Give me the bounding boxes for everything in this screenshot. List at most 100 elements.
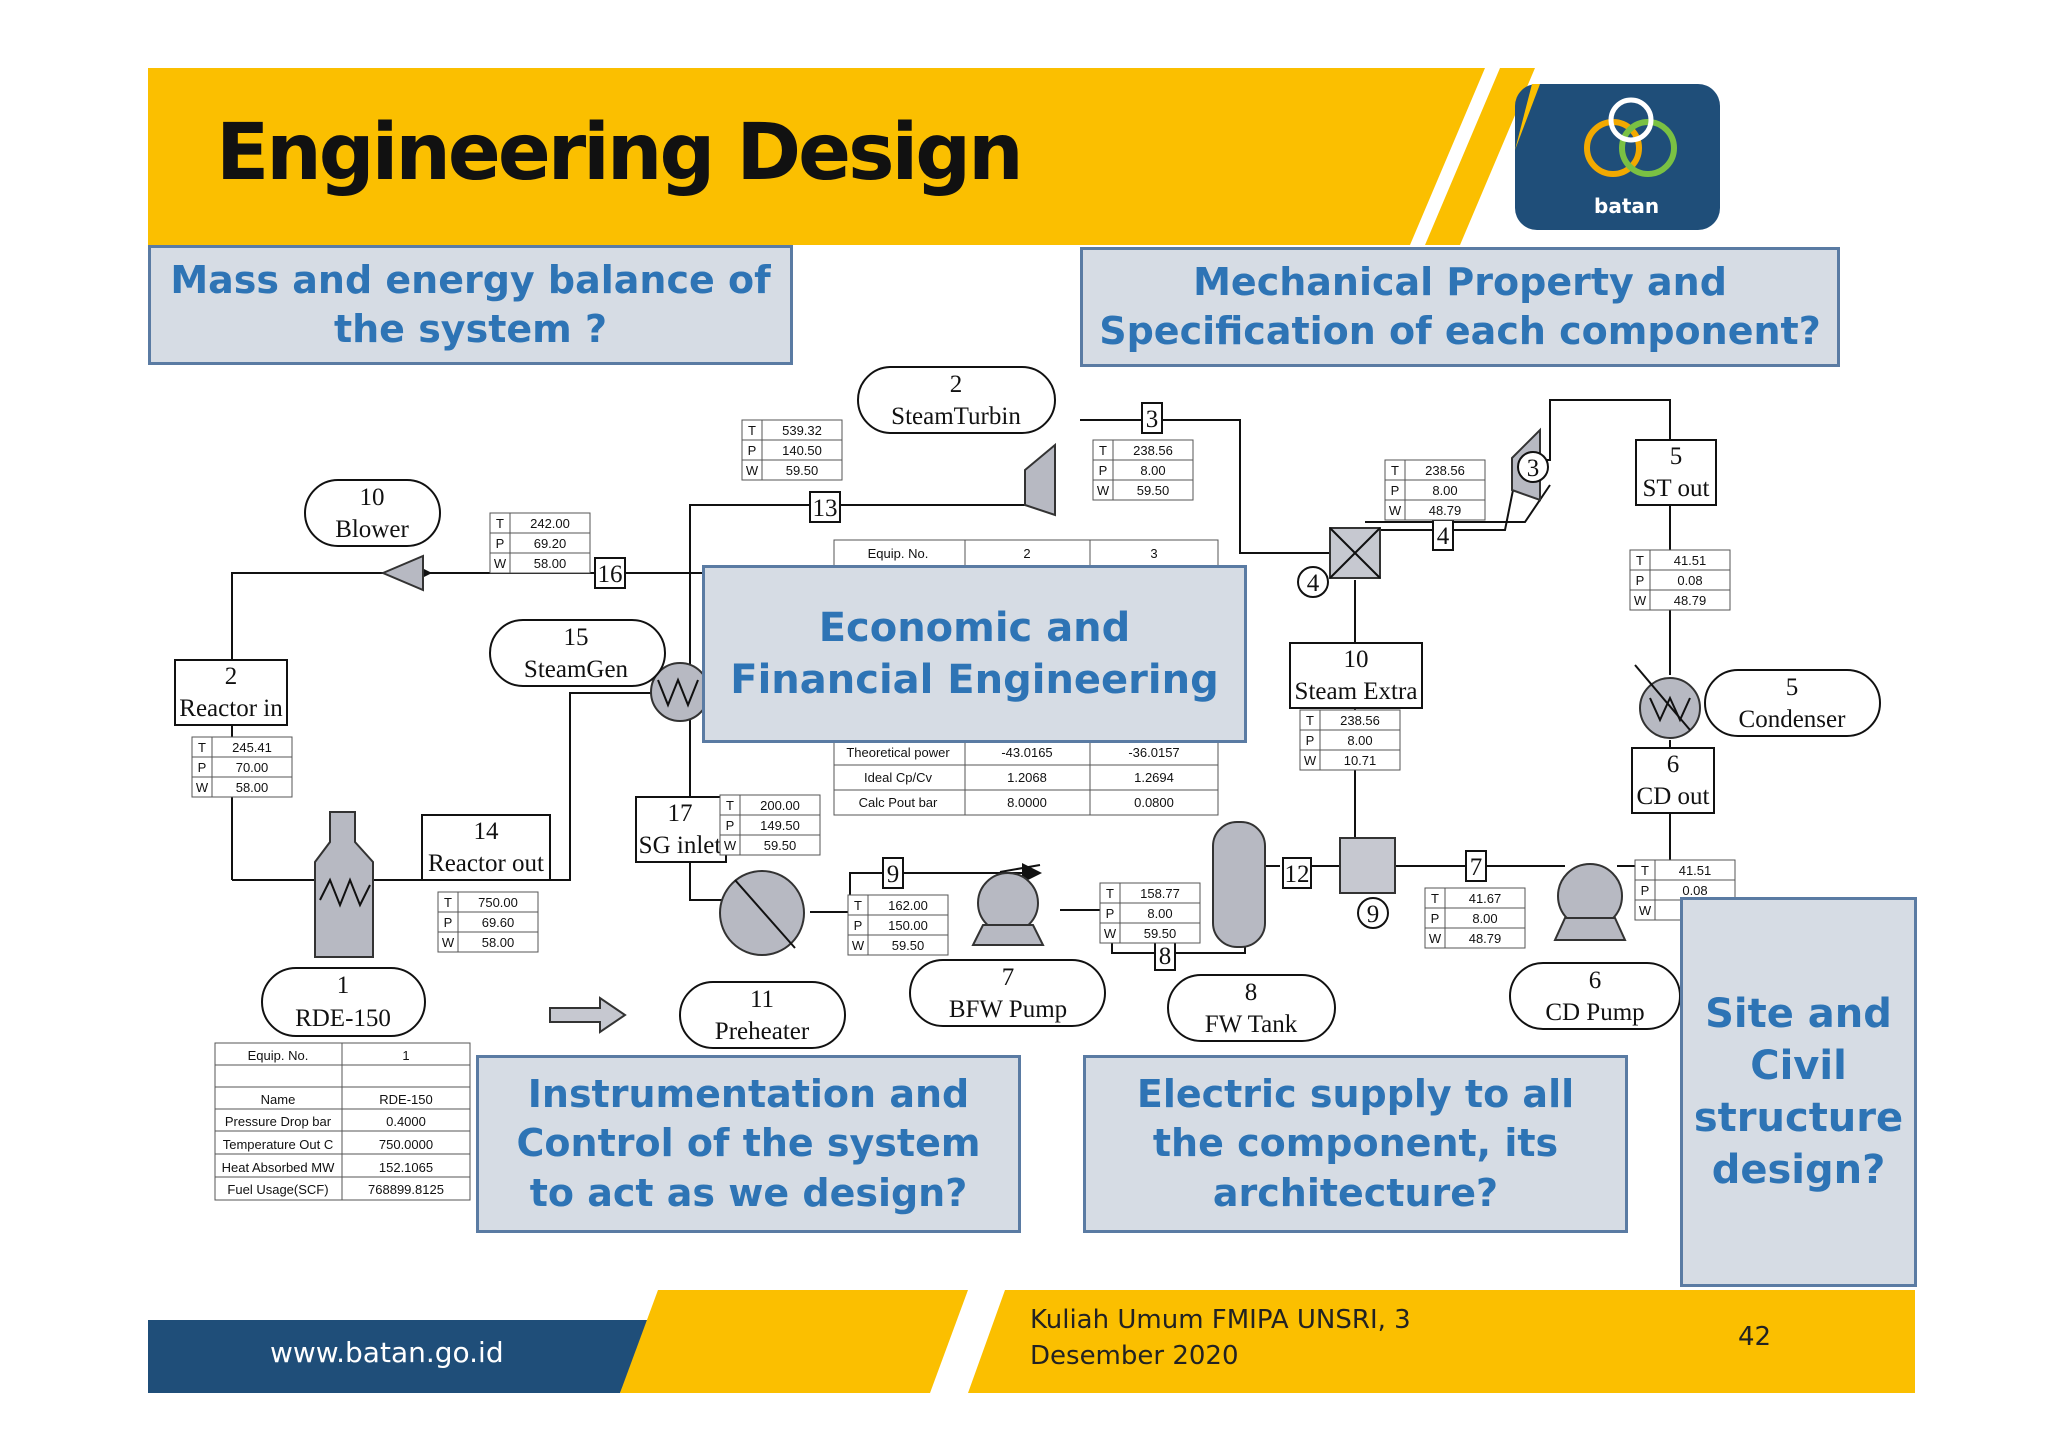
svg-text:10.71: 10.71 [1344, 753, 1377, 768]
footer-url-link[interactable]: www.batan.go.id [270, 1336, 504, 1369]
label-blower: 10 Blower [304, 479, 441, 547]
preheater-icon [719, 870, 805, 956]
svg-text:6: 6 [1667, 751, 1680, 778]
svg-text:59.50: 59.50 [892, 938, 925, 953]
svg-text:-43.0165: -43.0165 [1001, 745, 1052, 760]
svg-text:1.2694: 1.2694 [1134, 770, 1174, 785]
svg-text:48.79: 48.79 [1429, 503, 1462, 518]
svg-text:P: P [496, 536, 505, 551]
footer-yellow-right [968, 1290, 1915, 1393]
svg-text:10: 10 [360, 484, 385, 511]
svg-text:Calc Pout bar: Calc Pout bar [859, 795, 938, 810]
svg-text:Reactor out: Reactor out [428, 850, 544, 877]
batan-logo-icon [1584, 97, 1677, 177]
svg-text:T: T [444, 895, 452, 910]
svg-text:W: W [196, 780, 209, 795]
label-rde-150: 1 RDE-150 [261, 967, 426, 1037]
label-reactor-out: 14 Reactor out [421, 814, 551, 881]
label-steam-turbine: 2 SteamTurbin [857, 366, 1056, 434]
svg-text:5: 5 [1670, 443, 1683, 470]
svg-text:T: T [1431, 891, 1439, 906]
svg-text:16: 16 [598, 561, 623, 588]
svg-text:0.08: 0.08 [1677, 573, 1702, 588]
svg-text:70.00: 70.00 [236, 760, 269, 775]
svg-text:P: P [748, 443, 757, 458]
question-mechanical: Mechanical Property and Specification of… [1080, 247, 1840, 367]
svg-text:T: T [726, 798, 734, 813]
svg-text:T: T [1099, 443, 1107, 458]
svg-text:41.51: 41.51 [1674, 553, 1707, 568]
svg-text:T: T [198, 740, 206, 755]
direction-arrow-icon [549, 996, 627, 1034]
svg-text:Equip. No.: Equip. No. [248, 1048, 309, 1063]
svg-text:200.00: 200.00 [760, 798, 800, 813]
svg-text:P: P [1641, 883, 1650, 898]
page-number: 42 [1738, 1322, 1772, 1352]
splitter-4-icon [1329, 527, 1381, 579]
svg-text:Blower: Blower [335, 516, 409, 543]
svg-text:2: 2 [950, 371, 963, 398]
svg-text:8.00: 8.00 [1472, 911, 1497, 926]
svg-text:0.0800: 0.0800 [1134, 795, 1174, 810]
label-bfw-pump: 7 BFW Pump [909, 959, 1106, 1027]
svg-text:W: W [494, 556, 507, 571]
logo-panel [1515, 84, 1720, 230]
svg-text:11: 11 [750, 986, 774, 1013]
svg-text:Equip. No.: Equip. No. [868, 546, 929, 561]
svg-text:W: W [1639, 903, 1652, 918]
svg-text:59.50: 59.50 [786, 463, 819, 478]
svg-text:3: 3 [1150, 546, 1157, 561]
svg-text:T: T [1106, 886, 1114, 901]
svg-text:3: 3 [1146, 406, 1159, 433]
svg-text:ST out: ST out [1643, 475, 1710, 502]
svg-text:0.4000: 0.4000 [386, 1114, 426, 1129]
svg-text:750.0000: 750.0000 [379, 1137, 433, 1152]
svg-text:245.41: 245.41 [232, 740, 272, 755]
svg-text:T: T [1636, 553, 1644, 568]
svg-text:P: P [1306, 733, 1315, 748]
svg-text:0.08: 0.08 [1682, 883, 1707, 898]
svg-text:17: 17 [668, 800, 693, 827]
svg-text:7: 7 [1002, 964, 1015, 991]
svg-text:W: W [1429, 931, 1442, 946]
svg-text:152.1065: 152.1065 [379, 1160, 433, 1175]
svg-text:768899.8125: 768899.8125 [368, 1182, 444, 1197]
svg-text:W: W [746, 463, 759, 478]
svg-text:9: 9 [887, 861, 900, 888]
svg-text:15: 15 [564, 624, 589, 651]
rde-150-reactor-icon [314, 811, 374, 958]
svg-text:48.79: 48.79 [1674, 593, 1707, 608]
svg-text:69.60: 69.60 [482, 915, 515, 930]
svg-text:8.00: 8.00 [1347, 733, 1372, 748]
header-stripe [1425, 68, 1535, 245]
svg-text:5: 5 [1786, 674, 1799, 701]
steam-turbine-icon [1024, 442, 1056, 517]
svg-text:W: W [1634, 593, 1647, 608]
svg-text:SteamGen: SteamGen [524, 656, 629, 683]
svg-text:59.50: 59.50 [1137, 483, 1170, 498]
label-condenser: 5 Condenser [1704, 669, 1881, 737]
svg-text:Steam Extra: Steam Extra [1295, 678, 1418, 705]
stream-tags: 13 16 3 3 4 4 9 9 12 8 7 [594, 402, 1549, 971]
svg-text:2: 2 [1023, 546, 1030, 561]
svg-text:158.77: 158.77 [1140, 886, 1180, 901]
svg-text:W: W [1389, 503, 1402, 518]
svg-text:Pressure Drop bar: Pressure Drop bar [225, 1114, 332, 1129]
bfw-pump-icon [971, 872, 1045, 946]
svg-text:1: 1 [337, 972, 350, 999]
svg-text:CD out: CD out [1637, 783, 1710, 810]
cd-pump-icon [1553, 863, 1627, 941]
svg-text:W: W [724, 838, 737, 853]
label-reactor-in: 2 Reactor in [174, 659, 288, 726]
svg-text:P: P [1106, 906, 1115, 921]
svg-text:149.50: 149.50 [760, 818, 800, 833]
svg-text:140.50: 140.50 [782, 443, 822, 458]
svg-text:Theoretical power: Theoretical power [846, 745, 950, 760]
